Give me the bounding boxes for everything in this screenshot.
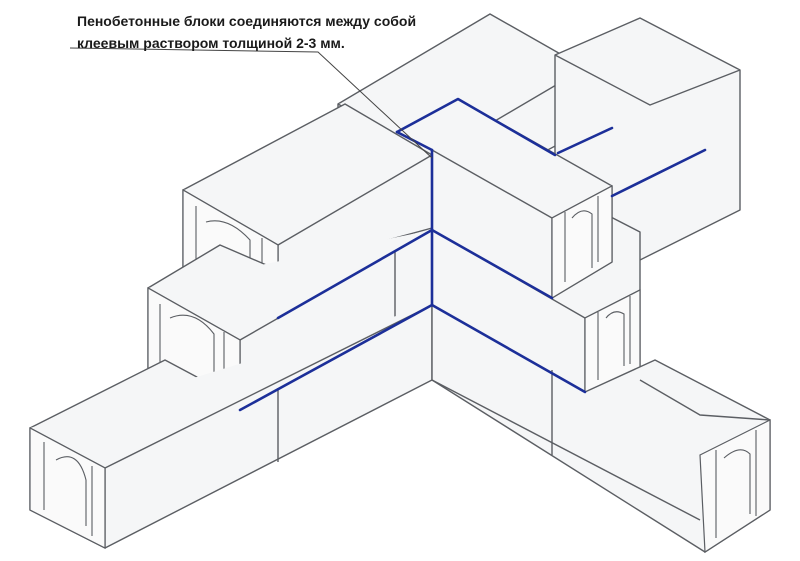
glue-seam-top-left [395,130,434,152]
caption-line-2: клеевым раствором толщиной 2-3 мм. [77,35,345,51]
glue-seam-middle [276,228,554,320]
top-crossing-block [396,98,613,300]
bottom-right-block [431,304,771,554]
callout-leader-line [69,47,433,159]
glue-seam-top [395,97,557,157]
bottom-left-block [29,304,433,549]
glue-seams [238,97,707,412]
glue-seam-far-right [610,148,707,198]
caption-line-1: Пенобетонные блоки соединяются между соб… [77,13,417,29]
glue-seam-lower [238,303,587,412]
glue-seam-back-right [556,126,614,155]
caption: Пенобетонные блоки соединяются между соб… [77,10,477,54]
